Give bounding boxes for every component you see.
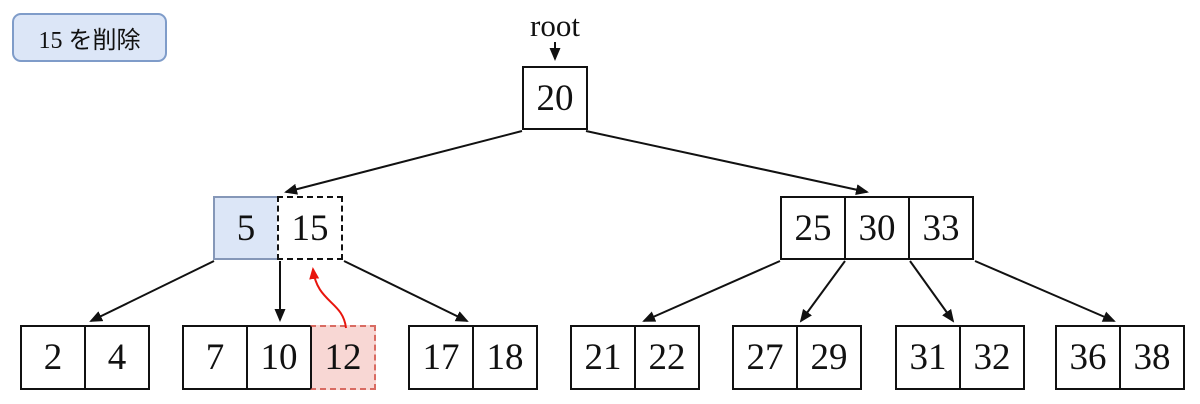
key-cell-17: 17 — [408, 325, 474, 390]
leaf-node-17-18: 17 18 — [408, 325, 538, 390]
key-cell-4: 4 — [84, 325, 150, 390]
key-cell-12-moving: 12 — [310, 325, 376, 390]
leaf-node-7-10-12: 7 10 12 — [182, 325, 376, 390]
key-cell-33: 33 — [908, 196, 974, 260]
leaf-node-21-22: 21 22 — [570, 325, 700, 390]
key-cell-29: 29 — [796, 325, 862, 390]
key-cell-32: 32 — [959, 325, 1025, 390]
key-cell-30: 30 — [844, 196, 910, 260]
root-pointer-label: root — [530, 8, 580, 43]
key-cell-21: 21 — [570, 325, 636, 390]
root-node: 20 — [522, 66, 588, 130]
leaf-node-36-38: 36 38 — [1055, 325, 1185, 390]
internal-node-right: 25 30 33 — [780, 196, 974, 260]
edge-left-to-leaf-2-4 — [89, 260, 215, 322]
key-cell-10: 10 — [246, 325, 312, 390]
operation-badge: 15 を削除 — [12, 13, 167, 62]
key-cell-2: 2 — [20, 325, 86, 390]
key-cell-18: 18 — [472, 325, 538, 390]
internal-node-left: 5 15 — [213, 196, 343, 260]
key-cell-22: 22 — [634, 325, 700, 390]
edge-left-to-leaf-17-18 — [343, 260, 469, 322]
key-cell-36: 36 — [1055, 325, 1121, 390]
key-cell-38: 38 — [1119, 325, 1185, 390]
edge-right-to-leaf-36-38 — [974, 260, 1116, 322]
key-cell-15-deleted: 15 — [277, 196, 343, 260]
key-cell-25: 25 — [780, 196, 846, 260]
edge-root-to-left-internal — [284, 130, 523, 195]
leaf-node-27-29: 27 29 — [732, 325, 862, 390]
edge-right-to-leaf-27-29 — [799, 260, 846, 323]
edge-right-to-leaf-31-32 — [909, 260, 955, 323]
key-cell-20: 20 — [522, 66, 588, 130]
key-cell-31: 31 — [895, 325, 961, 390]
edge-right-to-leaf-21-22 — [642, 260, 781, 322]
move-12-up-arrow — [309, 267, 347, 329]
operation-badge-label: 15 を削除 — [38, 28, 141, 54]
key-cell-7: 7 — [182, 325, 248, 390]
leaf-node-31-32: 31 32 — [895, 325, 1025, 390]
key-cell-27: 27 — [732, 325, 798, 390]
key-cell-5-selected: 5 — [213, 196, 279, 260]
leaf-node-2-4: 2 4 — [20, 325, 150, 390]
edge-root-to-right-internal — [585, 130, 869, 196]
